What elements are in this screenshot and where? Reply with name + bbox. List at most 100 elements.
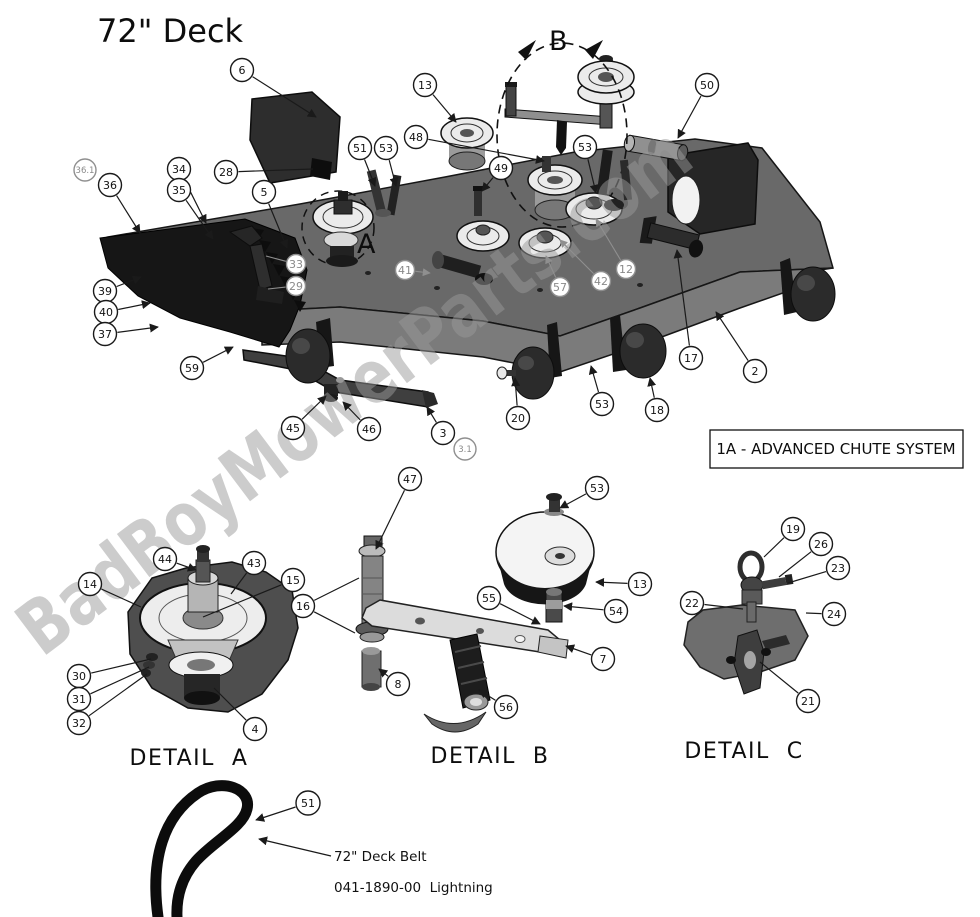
svg-text:54: 54 <box>609 605 623 618</box>
svg-text:56: 56 <box>499 701 513 714</box>
callout-16: 16 <box>290 593 316 619</box>
callout-29: 29 <box>285 275 307 297</box>
leader-line-37 <box>117 323 159 333</box>
detail-b-label: DETAIL B <box>431 744 550 769</box>
leader-line-7 <box>565 644 592 656</box>
callout-50: 50 <box>694 72 720 98</box>
svg-text:51: 51 <box>353 142 367 155</box>
leader-line-55 <box>499 603 541 625</box>
callout-17: 17 <box>678 345 704 371</box>
leader-line-31 <box>90 666 150 695</box>
leader-line-4 <box>213 687 247 721</box>
leader-line-23 <box>787 571 827 584</box>
callout-46: 46 <box>356 416 382 442</box>
leader-line-33 <box>265 255 287 262</box>
leader-line-53 <box>388 159 399 187</box>
callout-23: 23 <box>825 555 851 581</box>
callout-48: 48 <box>403 124 429 150</box>
detail-b-art <box>355 493 595 733</box>
svg-text:21: 21 <box>801 695 815 708</box>
idler-arm-hardware <box>596 149 633 211</box>
leader-line-53 <box>559 493 587 509</box>
callout-26: 26 <box>808 531 834 557</box>
belt-guard-tab <box>310 158 332 180</box>
section-b-label: B <box>549 26 568 57</box>
callout-45: 45 <box>280 415 306 441</box>
callout-22: 22 <box>679 590 705 616</box>
svg-text:29: 29 <box>289 280 303 293</box>
callout-32: 32 <box>66 710 92 736</box>
leader-line-13 <box>595 577 628 587</box>
callout-34: 34 <box>166 156 192 182</box>
svg-text:36: 36 <box>103 179 117 192</box>
svg-text:35: 35 <box>172 184 186 197</box>
chute-system-note-text: 1A - ADVANCED CHUTE SYSTEM <box>716 440 955 458</box>
deck-left-wing <box>99 218 308 348</box>
leader-line-56 <box>478 689 496 701</box>
detail-a-label: DETAIL A <box>130 746 249 771</box>
callout-33: 33 <box>285 253 307 275</box>
callout-21: 21 <box>795 688 821 714</box>
callout-15: 15 <box>280 567 306 593</box>
svg-text:53: 53 <box>578 141 592 154</box>
callout-4: 4 <box>242 716 268 742</box>
leader-line-20 <box>511 377 521 406</box>
svg-text:2: 2 <box>752 365 759 378</box>
svg-text:57: 57 <box>553 281 567 294</box>
leader-line-19 <box>763 537 785 558</box>
leader-line-48 <box>428 138 545 164</box>
leader-line-6 <box>252 76 317 118</box>
leader-line-28 <box>238 168 314 173</box>
svg-text:26: 26 <box>814 538 828 551</box>
leader-line-12 <box>595 218 622 261</box>
b-arrow-right <box>585 40 603 59</box>
leader-line-42 <box>559 239 594 274</box>
svg-text:41: 41 <box>398 264 412 277</box>
callout-35: 35 <box>166 177 192 203</box>
svg-text:36.1: 36.1 <box>76 166 95 176</box>
callout-53: 53 <box>589 391 615 417</box>
leader-line-16 <box>313 611 356 634</box>
callout-6: 6 <box>229 57 255 83</box>
page-title: 72" Deck <box>97 12 244 50</box>
leader-line-51 <box>364 159 377 187</box>
svg-text:48: 48 <box>409 131 423 144</box>
svg-text:16: 16 <box>296 600 310 613</box>
leader-line-24 <box>805 612 822 615</box>
deck-pulley-left <box>456 220 510 252</box>
belt-name-label: 72" Deck Belt <box>334 849 427 865</box>
callout-3: 3 <box>430 420 456 446</box>
callout-53: 53 <box>584 475 610 501</box>
callout-43: 43 <box>241 550 267 576</box>
belt-part-number: 041-1890-00 Lightning <box>334 880 493 896</box>
leader-line-5 <box>268 203 289 249</box>
callout-56: 56 <box>493 694 519 720</box>
callout-3.1: 3.1 <box>453 437 477 461</box>
deck-holes <box>365 271 643 292</box>
engage-lever-17 <box>639 216 704 258</box>
svg-text:28: 28 <box>219 166 233 179</box>
leader-line-30 <box>91 658 152 674</box>
svg-text:46: 46 <box>362 423 376 436</box>
svg-text:13: 13 <box>418 79 432 92</box>
leader-line-22 <box>704 603 744 610</box>
svg-text:19: 19 <box>786 523 800 536</box>
leader-line-44 <box>176 562 197 572</box>
detail-c-label: DETAIL C <box>684 739 803 764</box>
callout-14: 14 <box>77 571 103 597</box>
leader-line-43 <box>230 572 248 595</box>
leader-line-13 <box>432 94 457 123</box>
svg-text:4: 4 <box>252 723 259 736</box>
leader-line-59 <box>202 346 234 363</box>
leader-line-8 <box>378 668 389 678</box>
callout-18: 18 <box>644 397 670 423</box>
leader-line-54 <box>563 602 604 612</box>
leader-line-26 <box>778 551 812 578</box>
svg-text:14: 14 <box>83 578 97 591</box>
svg-text:8: 8 <box>395 678 402 691</box>
leader-line-39 <box>116 275 142 288</box>
callout-36.1: 36.1 <box>73 158 97 182</box>
svg-text:7: 7 <box>600 653 607 666</box>
